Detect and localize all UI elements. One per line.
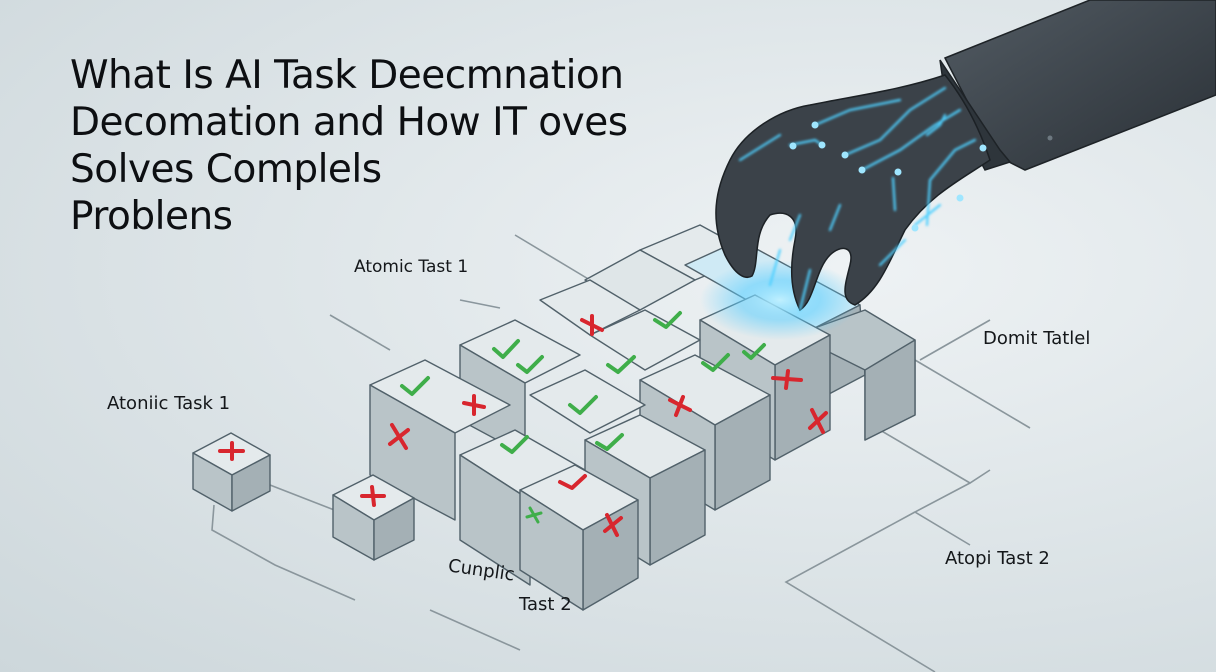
check-mark-icon [568,395,598,415]
label-domit-task: Domit Tatlel [983,328,1091,349]
check-mark-icon [492,339,520,359]
title-line-2: Decomation and How IT oves [70,100,628,145]
cross-mark-icon [771,369,803,390]
check-mark-icons [400,311,766,454]
label-atomic-task-2: Atopi Tast 2 [945,548,1050,569]
label-atomic-task-top: Atomic Tast 1 [354,257,469,277]
check-mark-icon [500,435,529,454]
check-mark-icon-red [558,474,587,490]
cube [539,279,641,336]
cube [529,369,646,434]
cross-mark-icon [360,485,386,507]
connector-lines [211,234,1031,672]
check-mark-icon [701,353,730,372]
check-mark-icon [606,355,636,374]
title-line-3: Solves Complels [70,147,382,192]
page-title: What Is AI Task Deecmnation Decomation a… [70,52,628,240]
cross-mark-icon [462,394,486,416]
check-mark-icon [595,433,624,451]
cross-mark-icon [218,441,245,461]
circuit-traces [738,86,977,312]
circuit-nodes [789,121,1053,232]
check-mark-icon [400,376,430,396]
cross-mark-icons [218,314,828,537]
cross-mark-icon [580,314,604,336]
cube [589,309,701,371]
robot-arm [715,0,1216,312]
label-atomic-task-left: Atoniic Task 1 [107,393,231,414]
cross-mark-icon [388,423,410,450]
title-line-1: What Is AI Task Deecmnation [70,53,624,98]
cube-grid [192,224,916,611]
label-complex-task-line2: Tast 2 [519,594,572,615]
cross-mark-icon [603,513,623,537]
cross-mark-icon [808,408,828,434]
cross-mark-icon-green [525,506,543,524]
energy-glow [700,260,860,340]
cross-mark-icon [668,395,692,417]
title-line-4: Problens [70,194,233,239]
check-mark-icon [742,343,766,360]
check-mark-icon [653,311,682,329]
check-mark-icon [516,355,544,374]
